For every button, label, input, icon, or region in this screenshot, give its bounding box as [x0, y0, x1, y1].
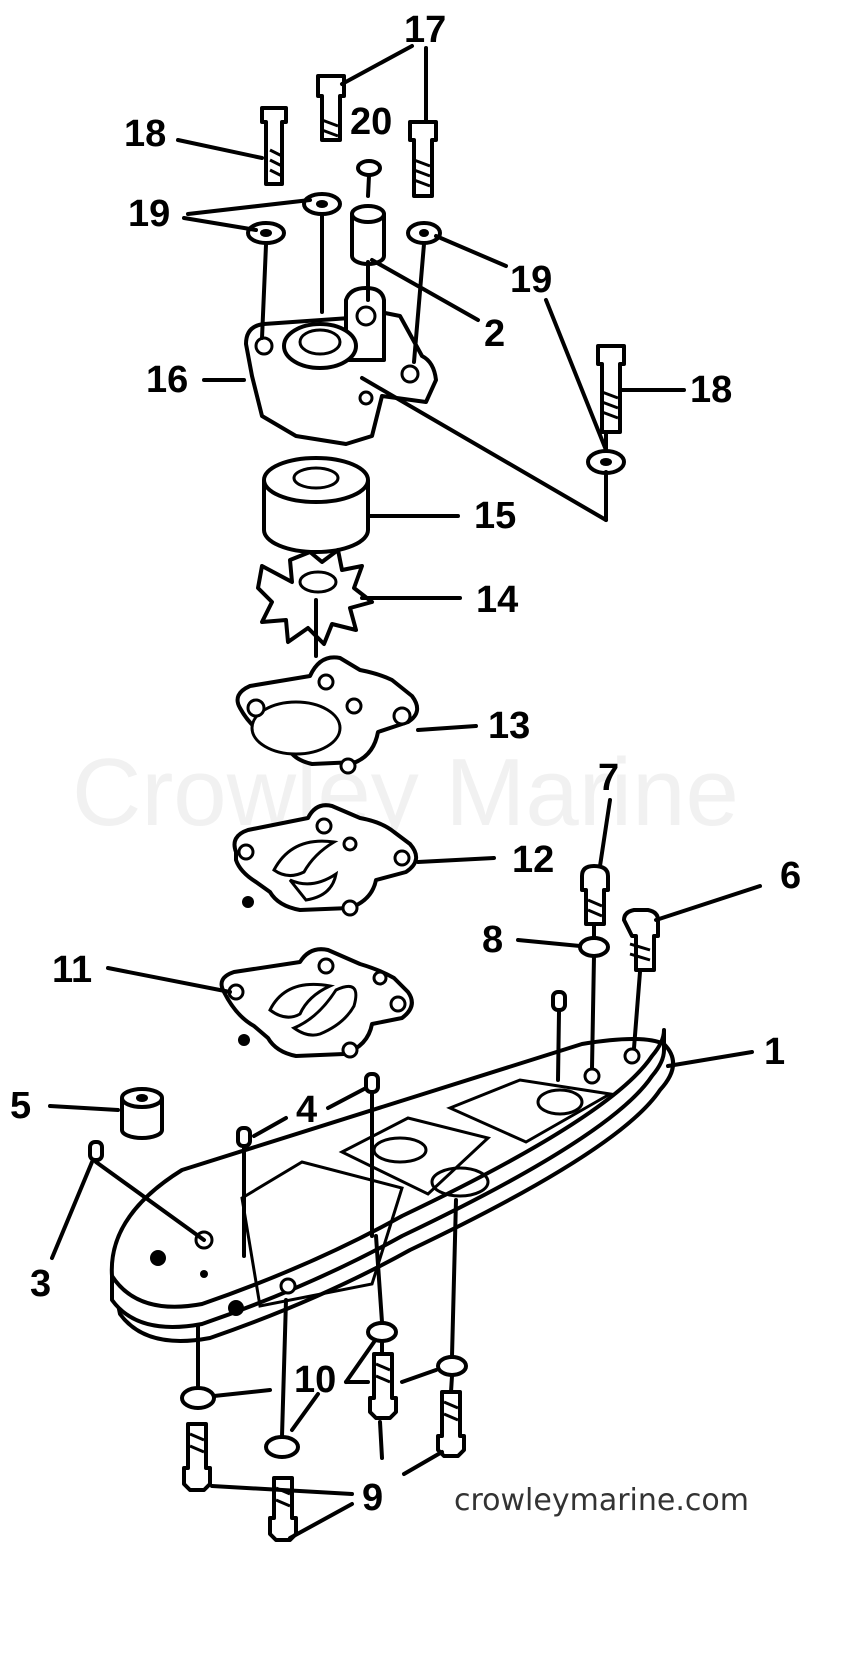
gasket-13 — [235, 655, 420, 775]
o-ring-20 — [356, 159, 382, 177]
callout-leaders — [48, 44, 762, 1540]
dowel-pin-4-a — [364, 1072, 380, 1094]
screw-9-b — [436, 1390, 466, 1458]
callout-2: 2 — [484, 313, 505, 355]
callout-16: 16 — [146, 359, 188, 401]
gasket-11 — [219, 947, 414, 1059]
base-plate-1 — [109, 1028, 675, 1343]
bolt-18-right — [596, 344, 626, 434]
callout-20: 20 — [350, 101, 392, 143]
callout-7: 7 — [598, 757, 619, 799]
bolt-7 — [580, 864, 610, 926]
pump-housing-16 — [244, 286, 438, 446]
callout-6: 6 — [780, 855, 801, 897]
liner-15 — [262, 456, 370, 554]
screw-9-a — [368, 1352, 398, 1420]
callout-8: 8 — [482, 919, 503, 961]
site-url: crowleymarine.com — [454, 1483, 749, 1518]
callout-10: 10 — [294, 1359, 336, 1401]
callout-14: 14 — [476, 579, 518, 621]
callout-labels: 17 18 20 19 19 2 16 18 15 14 13 7 12 6 8… — [10, 9, 801, 1519]
wear-plate-12 — [232, 803, 418, 917]
callout-19-right: 19 — [510, 259, 552, 301]
bolt-17-right — [408, 120, 438, 198]
impeller-14 — [256, 548, 374, 658]
bolt-17-center — [316, 74, 346, 142]
leader-lines-lower — [94, 924, 642, 1438]
callout-12: 12 — [512, 839, 554, 881]
callout-18-left: 18 — [124, 113, 166, 155]
screw-9-c — [182, 1422, 212, 1492]
callout-18-right: 18 — [690, 369, 732, 411]
callout-1: 1 — [764, 1031, 785, 1073]
callout-3: 3 — [30, 1263, 51, 1305]
washer-10-a — [366, 1321, 398, 1343]
washer-10-d — [264, 1435, 300, 1459]
leader-lines-top — [260, 174, 608, 522]
grommet-5 — [120, 1087, 164, 1140]
callout-5: 5 — [10, 1085, 31, 1127]
callout-4: 4 — [296, 1089, 317, 1131]
bolt-18-left — [260, 106, 288, 186]
callout-15: 15 — [474, 495, 516, 537]
dowel-pin-3 — [88, 1140, 104, 1162]
dowel-pin-4-b — [236, 1126, 252, 1148]
callout-19-left: 19 — [128, 193, 170, 235]
dowel-pin-top-right — [551, 990, 567, 1012]
callout-11: 11 — [52, 949, 92, 991]
washer-10-c — [180, 1386, 216, 1410]
water-tube-2 — [350, 204, 386, 266]
bolt-6 — [622, 908, 660, 972]
washer-10-b — [436, 1355, 468, 1377]
callout-9: 9 — [362, 1477, 383, 1519]
callout-13: 13 — [488, 705, 530, 747]
screw-9-d — [268, 1476, 298, 1542]
washer-8 — [578, 936, 610, 958]
callout-17: 17 — [404, 9, 446, 51]
watermark-text: Crowley Marine — [72, 739, 739, 846]
